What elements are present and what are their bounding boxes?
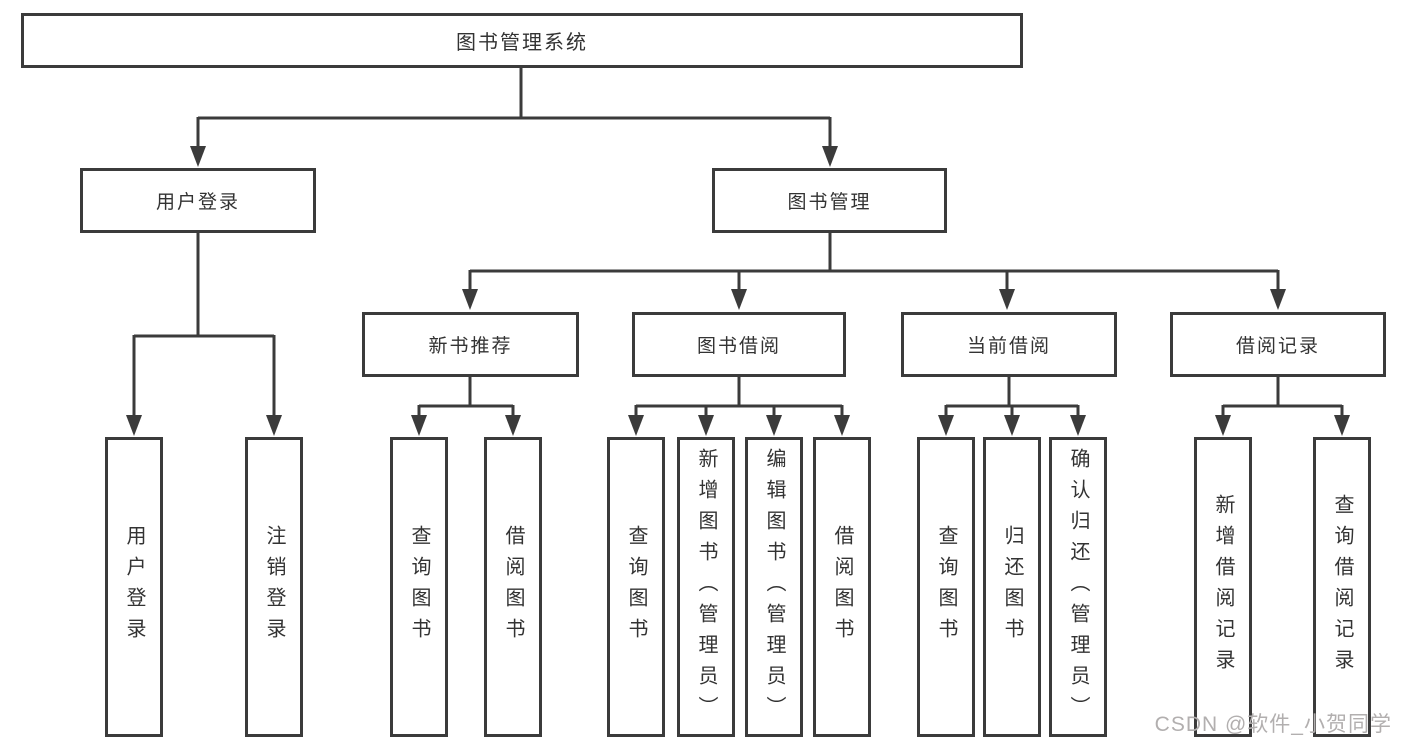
leaf-add-borrow-record-label: 新增借阅记录: [1212, 494, 1234, 680]
leaf-borrow-books-2: 借阅图书: [813, 437, 871, 737]
leaf-user-login-label: 用户登录: [123, 525, 145, 649]
leaf-add-book-admin-label: 新增图书（管理员）: [695, 447, 717, 727]
node-book-management: 图书管理: [712, 168, 947, 233]
leaf-query-books-1-label: 查询图书: [408, 525, 430, 649]
leaf-add-book-admin: 新增图书（管理员）: [677, 437, 735, 737]
leaf-query-borrow-record-label: 查询借阅记录: [1331, 494, 1353, 680]
leaf-user-login: 用户登录: [105, 437, 163, 737]
leaf-query-books-1: 查询图书: [390, 437, 448, 737]
leaf-confirm-return-admin-label: 确认归还（管理员）: [1067, 447, 1089, 727]
leaf-query-books-3-label: 查询图书: [935, 525, 957, 649]
leaf-logout-label: 注销登录: [263, 525, 285, 649]
leaf-query-books-3: 查询图书: [917, 437, 975, 737]
node-book-borrowing: 图书借阅: [632, 312, 846, 377]
leaf-query-borrow-record: 查询借阅记录: [1313, 437, 1371, 737]
leaf-borrow-books-1-label: 借阅图书: [502, 525, 524, 649]
arrowhead-icons: [126, 146, 1350, 436]
leaf-logout: 注销登录: [245, 437, 303, 737]
node-user-login: 用户登录: [80, 168, 316, 233]
node-borrowing-records: 借阅记录: [1170, 312, 1386, 377]
leaf-borrow-books-1: 借阅图书: [484, 437, 542, 737]
watermark: CSDN @软件_小贺同学: [1154, 713, 1392, 736]
leaf-query-books-2-label: 查询图书: [625, 525, 647, 649]
leaf-edit-book-admin-label: 编辑图书（管理员）: [763, 447, 785, 727]
leaf-query-books-2: 查询图书: [607, 437, 665, 737]
leaf-borrow-books-2-label: 借阅图书: [831, 525, 853, 649]
leaf-confirm-return-admin: 确认归还（管理员）: [1049, 437, 1107, 737]
leaf-return-book-label: 归还图书: [1001, 525, 1023, 649]
leaf-return-book: 归还图书: [983, 437, 1041, 737]
node-root: 图书管理系统: [21, 13, 1023, 68]
node-current-borrowing: 当前借阅: [901, 312, 1117, 377]
node-new-book-recommend: 新书推荐: [362, 312, 579, 377]
leaf-add-borrow-record: 新增借阅记录: [1194, 437, 1252, 737]
leaf-edit-book-admin: 编辑图书（管理员）: [745, 437, 803, 737]
